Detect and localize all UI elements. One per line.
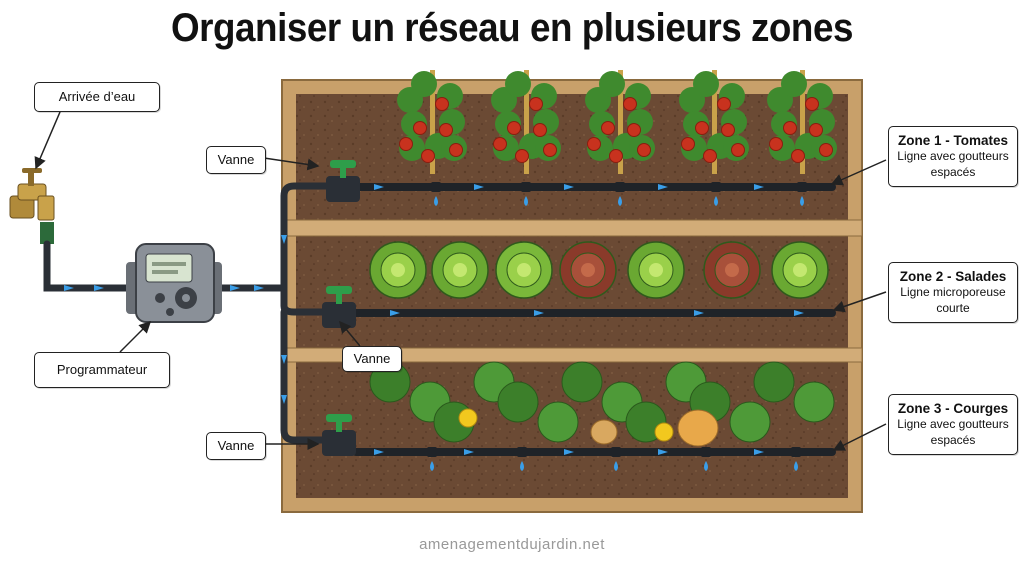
tap-icon bbox=[9, 168, 55, 244]
dripper bbox=[427, 447, 437, 457]
zone1-desc: Ligne avec goutteurs bbox=[897, 149, 1009, 163]
flow-arrows bbox=[64, 184, 804, 455]
dripper bbox=[711, 182, 721, 192]
flow-arrow bbox=[464, 449, 474, 455]
tomato-plant bbox=[767, 70, 837, 174]
salad-head bbox=[369, 241, 427, 299]
flow-arrow bbox=[374, 184, 384, 190]
valve-text: Vanne bbox=[217, 438, 255, 453]
flow-arrow bbox=[564, 449, 574, 455]
squash-leaf bbox=[729, 401, 771, 443]
water-drop bbox=[524, 196, 528, 206]
water-drop bbox=[794, 461, 798, 471]
water-drop bbox=[434, 196, 438, 206]
zone1-desc2: espacés bbox=[930, 165, 976, 179]
controller-label: Programmateur bbox=[34, 352, 170, 388]
tomato-plant bbox=[491, 70, 561, 174]
zone3-card: Zone 3 - Courges Ligne avec goutteurs es… bbox=[888, 394, 1018, 455]
squash-leaf bbox=[753, 361, 795, 403]
water-drop bbox=[520, 461, 524, 471]
water-inlet-text: Arrivée d’eau bbox=[58, 89, 136, 104]
squash-leaf bbox=[561, 361, 603, 403]
flow-arrow bbox=[754, 184, 764, 190]
salad-head bbox=[627, 241, 685, 299]
squash-flower bbox=[654, 422, 674, 442]
dripper bbox=[517, 447, 527, 457]
salad-plants bbox=[369, 241, 829, 299]
flow-arrow bbox=[534, 310, 544, 316]
zone3-desc2: espacés bbox=[930, 433, 976, 447]
flow-arrow bbox=[94, 285, 104, 291]
flow-arrow bbox=[794, 310, 804, 316]
flow-arrow bbox=[390, 310, 400, 316]
water-drop bbox=[800, 196, 804, 206]
dripper bbox=[701, 447, 711, 457]
zone2-desc2: courte bbox=[936, 301, 970, 315]
tomato-plants bbox=[397, 70, 837, 174]
flow-arrow bbox=[474, 184, 484, 190]
tomato-plant bbox=[679, 70, 749, 174]
salad-head bbox=[703, 241, 761, 299]
zone1-title: Zone 1 - Tomates bbox=[897, 133, 1009, 148]
zone3-title: Zone 3 - Courges bbox=[897, 401, 1009, 416]
zone3-desc: Ligne avec goutteurs bbox=[897, 417, 1009, 431]
flow-arrow bbox=[230, 285, 240, 291]
flow-arrow bbox=[281, 355, 287, 364]
water-drop bbox=[614, 461, 618, 471]
flow-arrow bbox=[374, 449, 384, 455]
dripper bbox=[797, 182, 807, 192]
squash-leaf bbox=[793, 381, 835, 423]
salad-head bbox=[431, 241, 489, 299]
site-credit: amenagementdujardin.net bbox=[419, 536, 605, 553]
valve-icon-zone2 bbox=[322, 286, 356, 328]
water-inlet-label: Arrivée d’eau bbox=[34, 82, 160, 112]
water-drop bbox=[618, 196, 622, 206]
dripper bbox=[611, 447, 621, 457]
squash-leaf bbox=[537, 401, 579, 443]
salad-head bbox=[495, 241, 553, 299]
water-drop bbox=[714, 196, 718, 206]
valve-icon-zone1 bbox=[326, 160, 360, 202]
water-drop bbox=[430, 461, 434, 471]
flow-arrow bbox=[64, 285, 74, 291]
valve-text: Vanne bbox=[353, 351, 391, 366]
flow-arrow bbox=[281, 395, 287, 404]
flow-arrow bbox=[694, 310, 704, 316]
squash-fruit bbox=[677, 409, 719, 447]
page-title: Organiser un réseau en plusieurs zones bbox=[171, 6, 853, 50]
controller-text: Programmateur bbox=[56, 362, 148, 377]
zone2-title: Zone 2 - Salades bbox=[899, 269, 1007, 284]
flow-arrow bbox=[281, 235, 287, 244]
zone2-desc: Ligne microporeuse bbox=[900, 285, 1006, 299]
salad-head bbox=[559, 241, 617, 299]
dripper bbox=[521, 182, 531, 192]
valve-icon-zone3 bbox=[322, 414, 356, 456]
valve-label-zone3: Vanne bbox=[206, 432, 266, 460]
water-drops bbox=[427, 182, 807, 471]
zone2-card: Zone 2 - Salades Ligne microporeuse cour… bbox=[888, 262, 1018, 323]
controller-device bbox=[126, 243, 222, 323]
water-drop bbox=[704, 461, 708, 471]
valve-text: Vanne bbox=[217, 152, 255, 167]
valve-label-zone1: Vanne bbox=[206, 146, 266, 174]
squash-fruit bbox=[590, 419, 618, 445]
dripper bbox=[615, 182, 625, 192]
flow-arrow bbox=[658, 449, 668, 455]
flow-arrow bbox=[754, 449, 764, 455]
squash-leaf bbox=[497, 381, 539, 423]
tomato-plant bbox=[397, 70, 467, 174]
flow-arrow bbox=[254, 285, 264, 291]
dripper bbox=[431, 182, 441, 192]
dripper bbox=[791, 447, 801, 457]
squash-plants bbox=[369, 361, 835, 447]
valve-label-zone2: Vanne bbox=[342, 346, 402, 372]
tomato-plant bbox=[585, 70, 655, 174]
salad-head bbox=[771, 241, 829, 299]
flow-arrow bbox=[564, 184, 574, 190]
squash-flower bbox=[458, 408, 478, 428]
flow-arrow bbox=[658, 184, 668, 190]
zone1-card: Zone 1 - Tomates Ligne avec goutteurs es… bbox=[888, 126, 1018, 187]
callout-arrows bbox=[34, 111, 887, 451]
